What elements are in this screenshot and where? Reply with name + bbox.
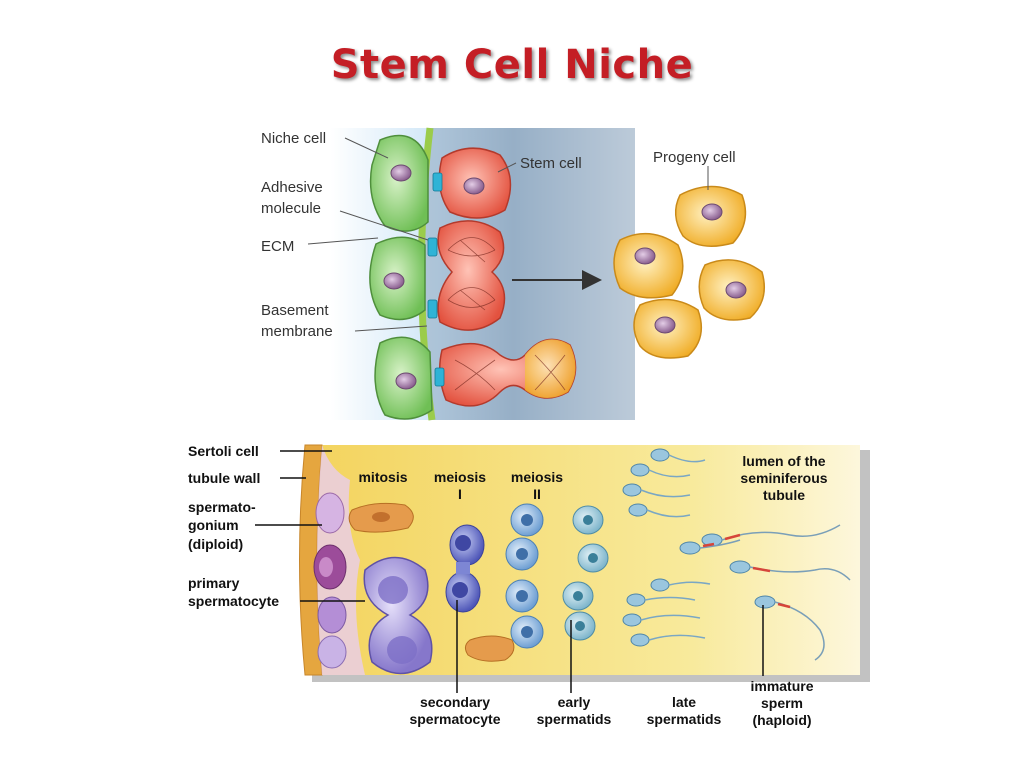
tubule-diagram: Sertoli cell tubule wall spermato- goniu… (188, 443, 870, 728)
label-meiosis-ii-1: meiosis (511, 469, 563, 485)
secondary-spermatocyte (445, 524, 485, 613)
niche-cell (374, 336, 433, 420)
primary-spermatocyte (363, 556, 433, 675)
label-adhesive-molecule-1: Adhesive (261, 179, 323, 196)
label-early-spermatids-2: spermatids (537, 711, 612, 727)
niche-leader-lines (307, 137, 709, 332)
label-secondary-spermatocyte-1: secondary (420, 694, 490, 710)
label-lumen-3: tubule (763, 487, 805, 503)
label-spermatogonium-1: spermato- (188, 499, 256, 515)
label-ecm: ECM (261, 238, 294, 255)
progeny-cell (633, 298, 703, 359)
label-lumen-1: lumen of the (742, 453, 825, 469)
label-secondary-spermatocyte-2: spermatocyte (409, 711, 500, 727)
adhesive-molecules (427, 172, 445, 387)
spermatogonium (315, 492, 345, 534)
niche-cell (369, 134, 429, 232)
label-meiosis-i-2: I (458, 486, 462, 502)
label-adhesive-molecule-2: molecule (261, 200, 321, 217)
label-stem-cell: Stem cell (520, 155, 582, 172)
label-late-spermatids-1: late (672, 694, 696, 710)
label-spermatogonium-2: gonium (188, 517, 239, 533)
dividing-stem-cell (437, 220, 506, 331)
progeny-cell (698, 259, 765, 321)
niche-diagram: Niche cell Adhesive molecule ECM Basemen… (261, 127, 765, 421)
label-spermatogonium-3: (diploid) (188, 536, 243, 552)
label-early-spermatids-1: early (558, 694, 591, 710)
label-niche-cell: Niche cell (261, 130, 326, 147)
late-spermatids-top (622, 448, 706, 518)
label-meiosis-ii-2: II (533, 486, 541, 502)
label-primary-spermatocyte-1: primary (188, 575, 240, 591)
label-immature-sperm-1: immature (750, 678, 813, 694)
label-mitosis: mitosis (358, 469, 407, 485)
meiosis-ii-cells (505, 503, 544, 649)
early-spermatids (562, 505, 609, 641)
asymmetric-dividing-cell (439, 338, 577, 407)
dividing-spermatogonium (313, 544, 347, 669)
label-lumen-2: seminiferous (740, 470, 827, 486)
tubule-leader-lines (255, 450, 764, 693)
progeny-cell (674, 185, 747, 247)
page-title: Stem Cell Niche (330, 42, 694, 88)
label-progeny-cell: Progeny cell (653, 149, 736, 166)
immature-sperm (679, 524, 851, 661)
niche-cell (369, 236, 426, 321)
label-basement-membrane-2: membrane (261, 323, 333, 340)
label-late-spermatids-2: spermatids (647, 711, 722, 727)
label-sertoli-cell: Sertoli cell (188, 443, 259, 459)
label-meiosis-i-1: meiosis (434, 469, 486, 485)
stem-cell (438, 147, 512, 219)
label-primary-spermatocyte-2: spermatocyte (188, 593, 279, 609)
label-basement-membrane-1: Basement (261, 302, 329, 319)
sertoli-nucleus (464, 635, 515, 662)
label-tubule-wall: tubule wall (188, 470, 260, 486)
label-immature-sperm-2: sperm (761, 695, 803, 711)
late-spermatids-bottom (622, 578, 711, 647)
progeny-cell (613, 232, 684, 299)
label-immature-sperm-3: (haploid) (752, 712, 811, 728)
